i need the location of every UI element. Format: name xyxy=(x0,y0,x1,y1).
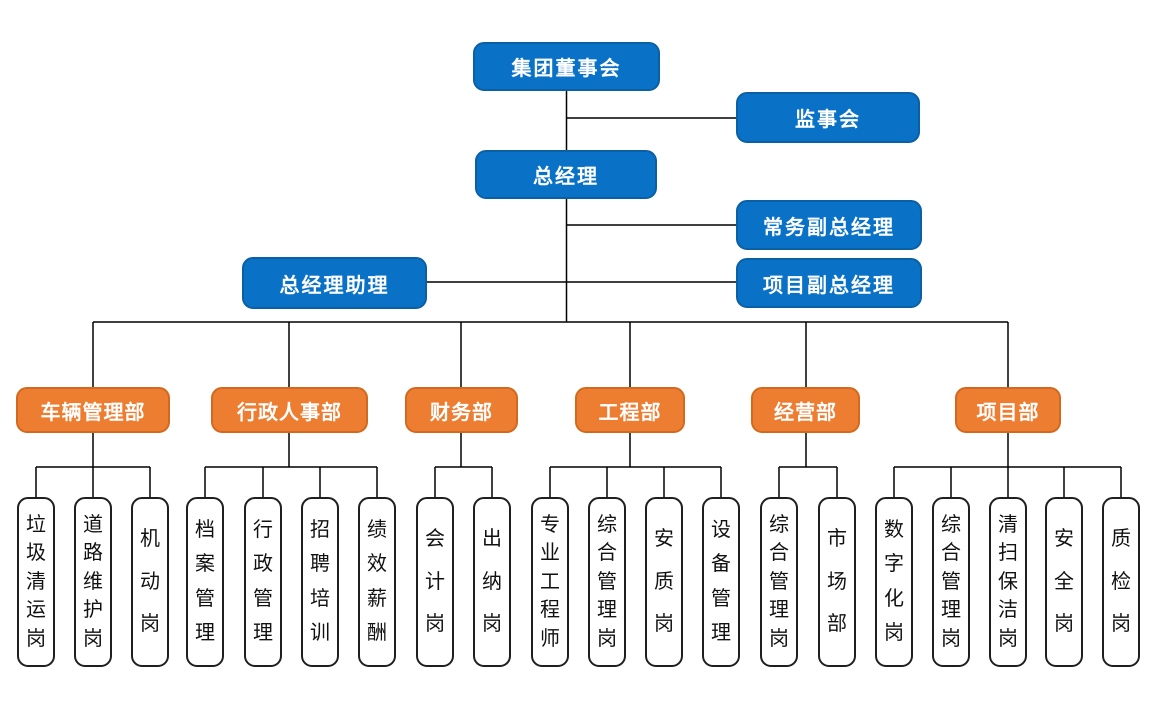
position-node-general-management-eng: 综合管理岗 xyxy=(588,497,626,667)
node-gm-assistant: 总经理助理 xyxy=(242,257,427,309)
position-node-admin-management: 行政管理 xyxy=(244,497,282,667)
node-dept-vehicle-management: 车辆管理部 xyxy=(16,387,170,433)
node-general-manager: 总经理 xyxy=(475,150,657,199)
position-node-digitalization: 数字化岗 xyxy=(875,497,913,667)
position-node-archives-management: 档案管理 xyxy=(186,497,224,667)
position-node-performance-compensation: 绩效薪酬 xyxy=(358,497,396,667)
node-project-deputy-gm: 项目副总经理 xyxy=(736,258,922,308)
position-node-safety: 安全岗 xyxy=(1045,497,1083,667)
node-group-board: 集团董事会 xyxy=(473,42,660,91)
position-node-quality-inspection: 质检岗 xyxy=(1102,497,1140,667)
position-node-road-maintenance: 道路维护岗 xyxy=(74,497,112,667)
position-node-recruit-training: 招聘培训 xyxy=(301,497,339,667)
position-node-cleaning: 清扫保洁岗 xyxy=(989,497,1027,667)
position-node-cashier: 出纳岗 xyxy=(473,497,511,667)
node-supervisory-board: 监事会 xyxy=(736,92,920,143)
position-node-general-management-ops: 综合管理岗 xyxy=(760,497,798,667)
position-node-market-dept: 市场部 xyxy=(818,497,856,667)
position-node-mobile-post: 机动岗 xyxy=(131,497,169,667)
node-dept-operations: 经营部 xyxy=(751,387,860,433)
position-node-professional-engineer: 专业工程师 xyxy=(531,497,569,667)
node-executive-deputy-gm: 常务副总经理 xyxy=(736,200,922,250)
position-node-equipment-management: 设备管理 xyxy=(702,497,740,667)
position-node-general-management-proj: 综合管理岗 xyxy=(932,497,970,667)
position-node-safety-quality: 安质岗 xyxy=(645,497,683,667)
node-dept-admin-hr: 行政人事部 xyxy=(211,387,368,433)
position-node-accounting: 会计岗 xyxy=(416,497,454,667)
node-dept-engineering: 工程部 xyxy=(575,387,685,433)
position-node-garbage-removal: 垃圾清运岗 xyxy=(17,497,55,667)
node-dept-project: 项目部 xyxy=(955,387,1061,433)
node-dept-finance: 财务部 xyxy=(405,387,518,433)
